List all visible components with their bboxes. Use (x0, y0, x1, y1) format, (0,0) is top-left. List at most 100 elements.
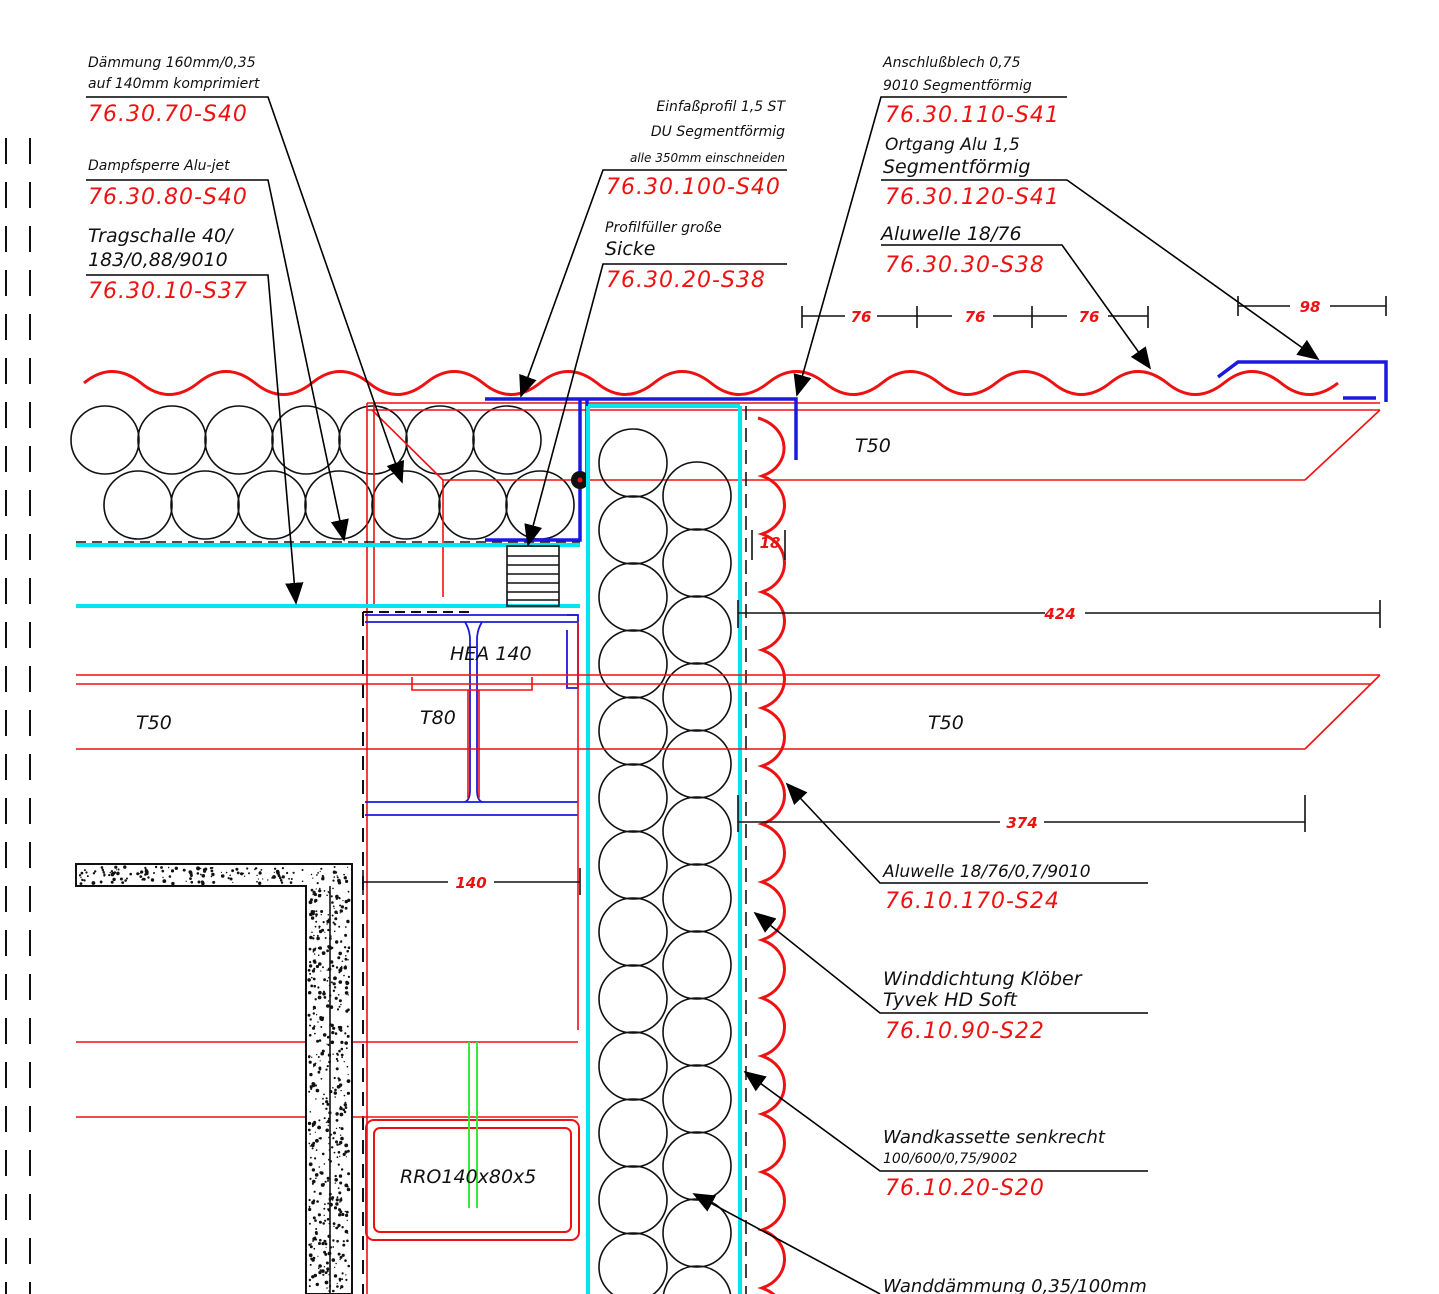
concrete-speckle (347, 959, 349, 961)
concrete-speckle (308, 964, 313, 968)
concrete-speckle (319, 1060, 321, 1062)
concrete-speckle (335, 1262, 337, 1265)
concrete-speckle (326, 1270, 329, 1273)
concrete-speckle (318, 925, 321, 928)
callout-winddichtung: Winddichtung Klöber Tyvek HD Soft 76.10.… (883, 968, 1083, 1044)
concrete-speckle (332, 887, 334, 890)
concrete-speckle (336, 1285, 339, 1288)
concrete-speckle (328, 1198, 332, 1202)
concrete-speckle (139, 875, 143, 878)
blue-flashing-profiles (485, 360, 1388, 542)
concrete-speckle (315, 915, 317, 918)
dim-pitch-2: 76 (965, 308, 986, 326)
concrete-speckle (340, 940, 343, 943)
roof-insulation-loop-bottom (170, 470, 240, 540)
concrete-speckle (316, 882, 319, 885)
concrete-speckle (347, 975, 350, 979)
concrete-speckle (314, 1084, 317, 1087)
concrete-speckle (220, 871, 222, 874)
dim-overhang: 98 (1300, 298, 1321, 316)
wall-insulation-loop-right (662, 863, 732, 933)
concrete-speckle (328, 1149, 330, 1151)
concrete-speckle (332, 1246, 335, 1248)
concrete-speckle (328, 984, 331, 987)
concrete-speckle (327, 1053, 331, 1057)
concrete-speckle (136, 872, 140, 876)
concrete-speckle (340, 1053, 344, 1057)
concrete-speckle (326, 894, 328, 897)
concrete-speckle (312, 893, 315, 896)
concrete-speckle (339, 966, 343, 970)
concrete-speckle (326, 1217, 330, 1221)
concrete-speckle (243, 875, 246, 877)
concrete-speckle (332, 905, 335, 908)
concrete-speckle (323, 1093, 325, 1096)
callout-aluwelle-wall-code: 76.10.170-S24 (885, 889, 1060, 914)
concrete-speckle (316, 1039, 320, 1043)
concrete-speckle (308, 991, 312, 995)
concrete-speckle (345, 1213, 349, 1217)
concrete-speckle (323, 1266, 326, 1268)
concrete-speckle (342, 1152, 346, 1156)
wall-insulation-loop-right (662, 1131, 732, 1201)
concrete-speckle (83, 879, 86, 882)
concrete-speckle (318, 1264, 322, 1268)
concrete-speckle (318, 962, 322, 966)
wall-insulation-loop-right (662, 796, 732, 866)
concrete-speckle (315, 964, 319, 969)
concrete-speckle (229, 877, 233, 881)
concrete-speckle (340, 1089, 342, 1092)
concrete-speckle (339, 909, 343, 913)
concrete-speckle (326, 919, 330, 924)
concrete-speckle (325, 1068, 328, 1071)
concrete-speckle (316, 1200, 319, 1203)
concrete-speckle (312, 937, 315, 940)
concrete-speckle (338, 925, 341, 928)
concrete-speckle (326, 1267, 330, 1271)
wall-insulation-loop-right (662, 595, 732, 665)
concrete-speckle (333, 1151, 336, 1154)
callout-anschlussblech: Anschlußblech 0,75 9010 Segmentförmig 76… (882, 55, 1059, 128)
concrete-speckle (313, 934, 315, 937)
concrete-speckle (310, 1087, 313, 1090)
concrete-speckle (308, 1243, 311, 1247)
concrete-speckle (322, 966, 324, 969)
rro-tube (365, 1119, 580, 1241)
concrete-speckle (338, 1191, 342, 1195)
callout-dampfsperre-line1: Dampfsperre Alu-jet (88, 158, 230, 174)
concrete-speckle (308, 1278, 312, 1282)
concrete-speckle (338, 1080, 340, 1082)
concrete-speckle (332, 982, 336, 986)
concrete-speckle (333, 1206, 338, 1210)
callout-einfassprofil-line1: Einfaßprofil 1,5 ST (656, 99, 786, 115)
concrete-speckle (323, 996, 327, 999)
concrete-speckle (324, 1271, 328, 1274)
concrete-speckle (139, 873, 141, 875)
concrete-speckle (80, 871, 84, 875)
concrete-speckle (344, 957, 348, 961)
concrete-speckle (104, 874, 106, 877)
concrete-speckle (310, 1243, 312, 1245)
wall-insulation-loop-right (662, 930, 732, 1000)
concrete-speckle (317, 1267, 320, 1269)
callout-aluwelle-roof-line1: Aluwelle 18/76 (879, 223, 1022, 245)
concrete-speckle (197, 880, 201, 884)
concrete-speckle (341, 1253, 345, 1257)
concrete-speckle (167, 866, 170, 869)
concrete-speckle (345, 1210, 349, 1214)
callout-profilfueller-line2: Sicke (605, 238, 655, 260)
concrete-speckle (258, 871, 262, 875)
concrete-speckle (340, 1127, 344, 1131)
concrete-speckle (240, 872, 244, 876)
concrete-speckle (345, 1156, 347, 1158)
concrete-speckle (344, 1259, 347, 1262)
concrete-speckle (337, 956, 341, 960)
concrete-speckle (310, 1156, 312, 1159)
dim-pitch-1: 76 (851, 308, 872, 326)
concrete-speckle (347, 1172, 351, 1176)
concrete-speckle (126, 877, 128, 880)
concrete-speckle (290, 878, 293, 880)
concrete-speckle (310, 873, 313, 876)
concrete-speckle (337, 1077, 340, 1080)
concrete-speckle (338, 1213, 342, 1217)
